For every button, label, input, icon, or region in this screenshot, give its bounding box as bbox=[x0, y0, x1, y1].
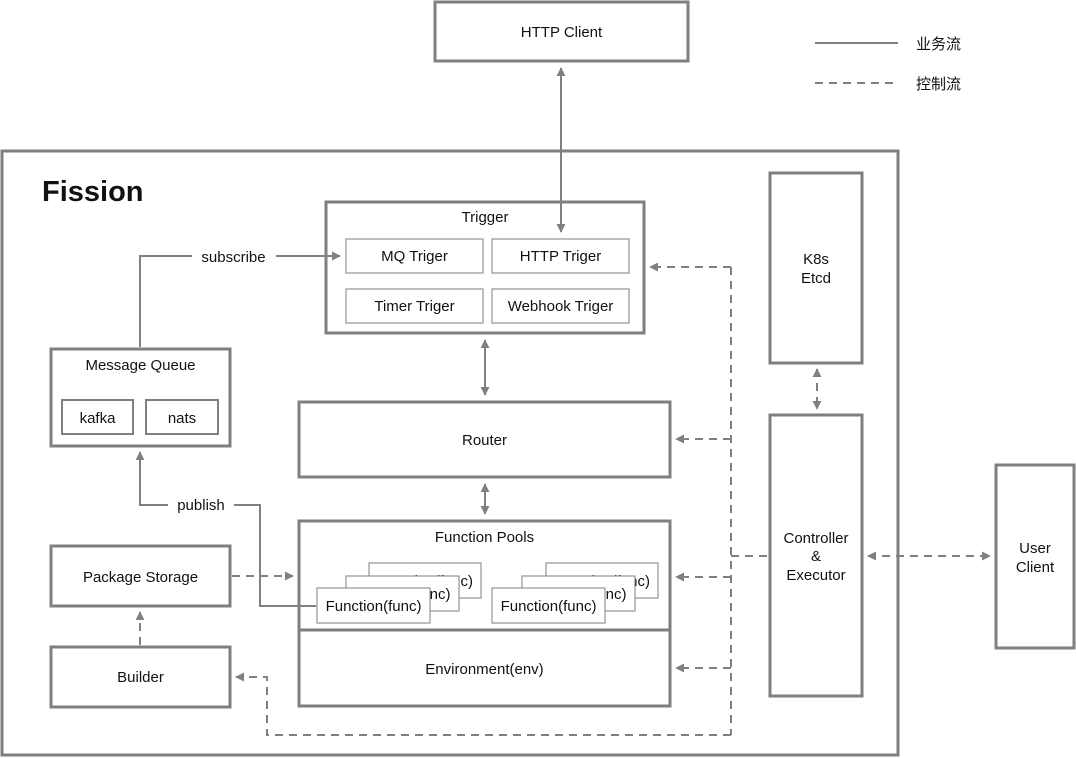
etcd-label: Etcd bbox=[801, 270, 831, 287]
controller-label: Controller bbox=[783, 530, 848, 547]
builder-box bbox=[49, 645, 232, 709]
client-label: Client bbox=[1016, 559, 1055, 576]
message-queue-title: Message Queue bbox=[85, 357, 195, 374]
webhook-trigger-box bbox=[491, 288, 630, 324]
environment-label: Environment(env) bbox=[425, 661, 543, 678]
fission-title: Fission bbox=[42, 176, 144, 208]
kafka-box bbox=[61, 399, 134, 435]
http-trigger-label: HTTP Triger bbox=[520, 248, 601, 265]
control-flow-connectors bbox=[135, 262, 991, 736]
ampersand-label: & bbox=[811, 548, 821, 565]
http-client-label: HTTP Client bbox=[521, 24, 603, 41]
kafka-label: kafka bbox=[80, 410, 117, 427]
mq-trigger-label: MQ Triger bbox=[381, 248, 448, 265]
http-client-box bbox=[433, 0, 690, 63]
subscribe-label: subscribe bbox=[201, 249, 265, 266]
fission-container bbox=[0, 149, 900, 757]
mq-trigger-box bbox=[345, 238, 484, 274]
function-label: Function(func) bbox=[501, 598, 597, 615]
legend-control-flow-label: 控制流 bbox=[916, 76, 961, 93]
publish-label: publish bbox=[177, 497, 225, 514]
user-label: User bbox=[1019, 540, 1051, 557]
trigger-title: Trigger bbox=[462, 209, 509, 226]
controller-executor-box bbox=[768, 413, 864, 698]
publish-connector-right bbox=[234, 504, 316, 607]
k8s-label: K8s bbox=[803, 251, 829, 268]
router-label: Router bbox=[462, 432, 507, 449]
nats-box bbox=[145, 399, 219, 435]
timer-trigger-box bbox=[345, 288, 484, 324]
control-to-builder-arrow bbox=[235, 672, 731, 736]
environment-box bbox=[297, 628, 672, 708]
subscribe-connector-left bbox=[139, 255, 192, 347]
package-storage-label: Package Storage bbox=[83, 569, 198, 586]
nats-label: nats bbox=[168, 410, 196, 427]
legend: 业务流 控制流 bbox=[815, 36, 961, 93]
function-card-front bbox=[491, 587, 606, 624]
function-label: Function(func) bbox=[326, 598, 422, 615]
package-storage-box bbox=[49, 544, 232, 608]
builder-label: Builder bbox=[117, 669, 164, 686]
k8s-etcd-box bbox=[768, 171, 864, 365]
timer-trigger-label: Timer Triger bbox=[374, 298, 454, 315]
executor-label: Executor bbox=[786, 567, 845, 584]
publish-connector-left bbox=[135, 451, 168, 506]
router-box bbox=[297, 400, 672, 479]
function-pools-title: Function Pools bbox=[435, 529, 534, 546]
function-card-front bbox=[316, 587, 431, 624]
http-trigger-box bbox=[491, 238, 630, 274]
legend-business-flow-label: 业务流 bbox=[916, 36, 961, 53]
webhook-trigger-label: Webhook Triger bbox=[508, 298, 614, 315]
user-client-box bbox=[994, 463, 1076, 650]
